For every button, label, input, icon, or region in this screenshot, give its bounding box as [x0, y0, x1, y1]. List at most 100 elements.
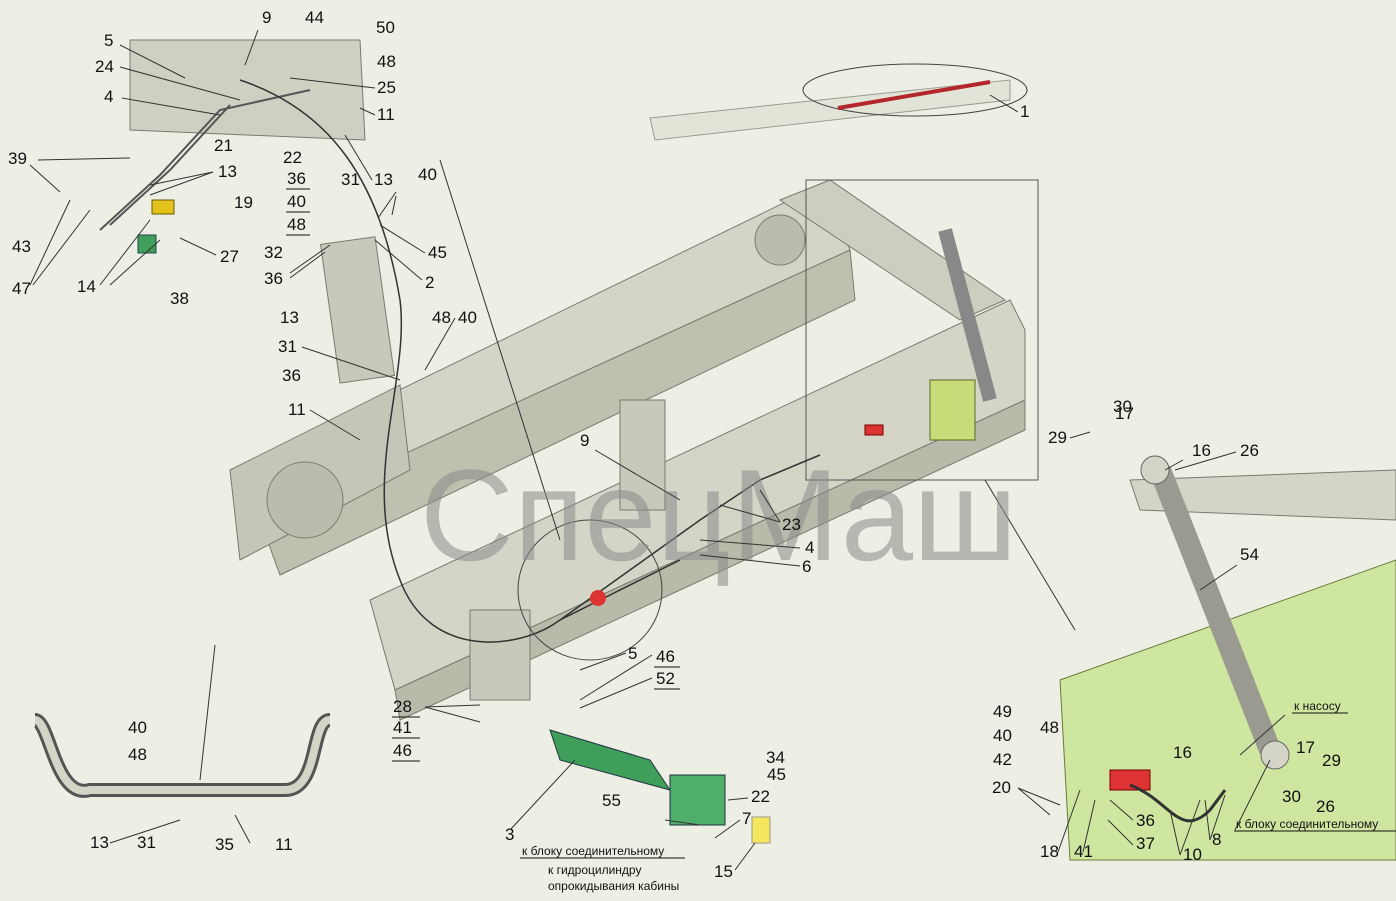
label-16: 16: [1173, 743, 1192, 762]
label-23: 23: [782, 515, 801, 534]
label-22: 22: [751, 787, 770, 806]
label-48: 48: [128, 745, 147, 764]
label-32: 32: [264, 243, 283, 262]
label-3: 3: [505, 825, 514, 844]
label-20: 20: [992, 778, 1011, 797]
label-13: 13: [90, 833, 109, 852]
callout-labels: 1 2 3 4 4 5 5 6 7 8 9 9 10 11 11 11 13 1…: [8, 8, 1341, 881]
label-36: 36: [287, 169, 306, 188]
label-36: 36: [282, 366, 301, 385]
label-48: 48: [377, 52, 396, 71]
leader-lines: [29, 29, 1286, 871]
label-44: 44: [305, 8, 324, 27]
label-42: 42: [993, 750, 1012, 769]
label-16: 16: [1192, 441, 1211, 460]
label-31: 31: [278, 337, 297, 356]
label-7: 7: [742, 809, 751, 828]
label-18: 18: [1040, 842, 1059, 861]
label-50: 50: [376, 18, 395, 37]
label-55: 55: [602, 791, 621, 810]
label-6: 6: [802, 557, 811, 576]
label-43: 43: [12, 237, 31, 256]
label-37: 37: [1136, 834, 1155, 853]
label-46: 46: [656, 647, 675, 666]
label-13: 13: [280, 308, 299, 327]
label-49: 49: [993, 702, 1012, 721]
label-46: 46: [393, 741, 412, 760]
label-34: 34: [766, 748, 785, 767]
label-48: 48: [1040, 718, 1059, 737]
label-5: 5: [628, 644, 637, 663]
tee-red: [590, 590, 606, 606]
label-9: 9: [262, 8, 271, 27]
hose-main: [239, 79, 681, 643]
caption-to-pump: к насосу: [1294, 699, 1341, 713]
label-24: 24: [95, 57, 114, 76]
label-11: 11: [377, 105, 395, 124]
label-45: 45: [428, 243, 447, 262]
label-11: 11: [275, 835, 293, 854]
label-38: 38: [170, 289, 189, 308]
label-31: 31: [341, 170, 360, 189]
label-30: 30: [1113, 397, 1132, 416]
label-29: 29: [1048, 428, 1067, 447]
detail-bottom-right: [1059, 455, 1396, 861]
hose-second: [559, 454, 821, 621]
label-13: 13: [374, 170, 393, 189]
detail-rod: [649, 63, 1028, 141]
label-36: 36: [264, 269, 283, 288]
label-30: 30: [1282, 787, 1301, 806]
caption-to-connection-block-left: к блоку соединительному: [522, 844, 664, 858]
label-35: 35: [215, 835, 234, 854]
caption-to-cab-cylinder-1: к гидроцилиндру: [548, 863, 641, 877]
label-40: 40: [993, 726, 1012, 745]
connection-block: [549, 729, 771, 844]
label-4: 4: [805, 538, 814, 557]
label-54: 54: [1240, 545, 1259, 564]
label-36: 36: [1136, 811, 1155, 830]
watermark: СпецМаш: [420, 442, 1017, 588]
label-48: 48: [432, 308, 451, 327]
caption-to-cab-cylinder-2: опрокидывания кабины: [548, 879, 679, 893]
label-40: 40: [458, 308, 477, 327]
label-26: 26: [1240, 441, 1259, 460]
valve-yellow: [151, 199, 175, 215]
label-underlines: [286, 188, 1396, 859]
label-14: 14: [77, 277, 96, 296]
label-10: 10: [1183, 845, 1202, 864]
label-19: 19: [234, 193, 253, 212]
valve-green: [137, 234, 157, 254]
label-17: 17: [1296, 738, 1315, 757]
label-40: 40: [287, 192, 306, 211]
label-28: 28: [393, 697, 412, 716]
label-39: 39: [8, 149, 27, 168]
cylinder-upper: [864, 228, 997, 441]
pipe-detail: [32, 713, 333, 798]
label-2: 2: [425, 273, 434, 292]
label-40: 40: [128, 718, 147, 737]
label-21: 21: [214, 136, 233, 155]
label-9: 9: [580, 431, 589, 450]
label-27: 27: [220, 247, 239, 266]
label-31: 31: [137, 833, 156, 852]
label-4: 4: [104, 87, 113, 106]
label-13: 13: [218, 162, 237, 181]
label-29: 29: [1322, 751, 1341, 770]
label-25: 25: [377, 78, 396, 97]
detail-circle: [517, 519, 663, 661]
label-48: 48: [287, 215, 306, 234]
detail-box: [805, 179, 1039, 481]
label-1: 1: [1020, 102, 1029, 121]
caption-to-connection-block-right: к блоку соединительному: [1236, 817, 1378, 831]
label-17: 17: [1115, 404, 1134, 423]
label-47: 47: [12, 279, 31, 298]
label-26: 26: [1316, 797, 1335, 816]
label-22: 22: [283, 148, 302, 167]
label-45: 45: [767, 765, 786, 784]
detail-leaders: [199, 159, 1076, 781]
label-41: 41: [393, 718, 412, 737]
label-40: 40: [418, 165, 437, 184]
label-5: 5: [104, 31, 113, 50]
